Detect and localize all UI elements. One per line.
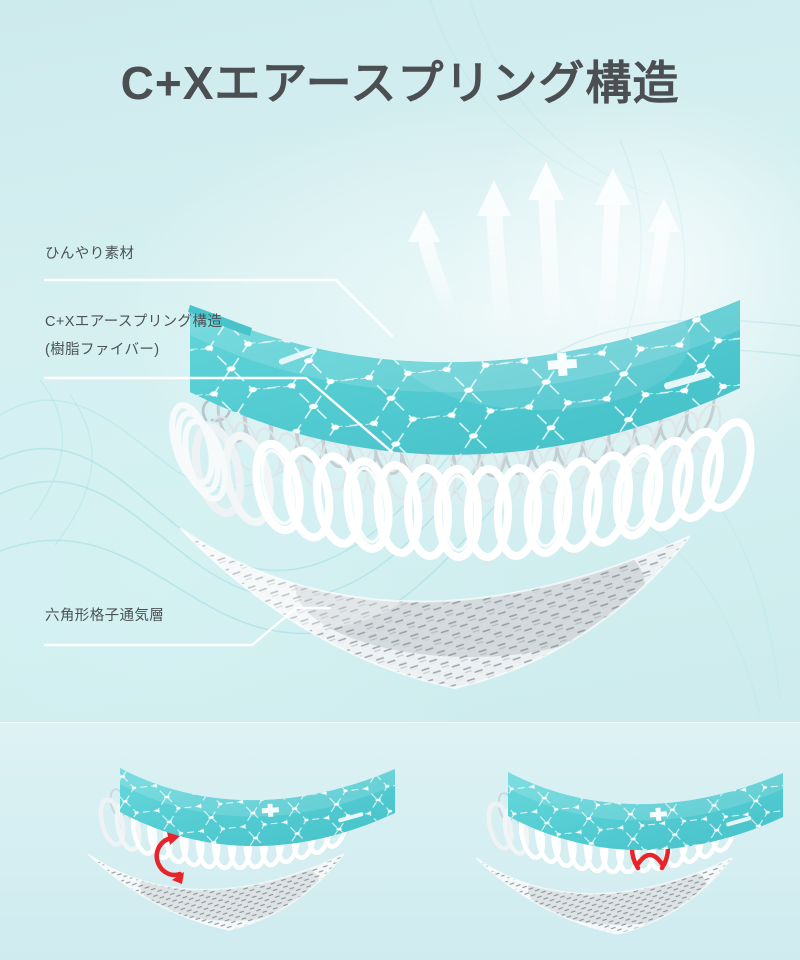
label-hex-lattice-ventilation-line-1: 六角形格子通気層 [45, 608, 165, 624]
label-air-spring-structure: C+Xエアースプリング構造 (樹脂ファイバー) [45, 308, 222, 364]
leader-line-hex-lattice [43, 606, 332, 647]
panel-x-shape [475, 772, 783, 935]
page-title: C+Xエアースプリング構造 [120, 57, 680, 109]
label-air-spring-structure-line-1: C+Xエアースプリング構造 [45, 314, 223, 330]
airflow-arrows [408, 162, 680, 339]
label-cooling-material: ひんやり素材 [45, 240, 134, 268]
label-air-spring-structure-line-2: (樹脂ファイバー) [45, 342, 160, 358]
leader-line-air-spring [43, 376, 394, 454]
label-cooling-material-line-1: ひんやり素材 [45, 246, 135, 262]
panel-c-shape [87, 768, 395, 931]
label-hex-lattice-ventilation: 六角形格子通気層 [45, 602, 164, 630]
leader-line-cooling-material [43, 278, 394, 338]
leader-lines [43, 278, 394, 647]
coil-left-edge [169, 402, 228, 502]
